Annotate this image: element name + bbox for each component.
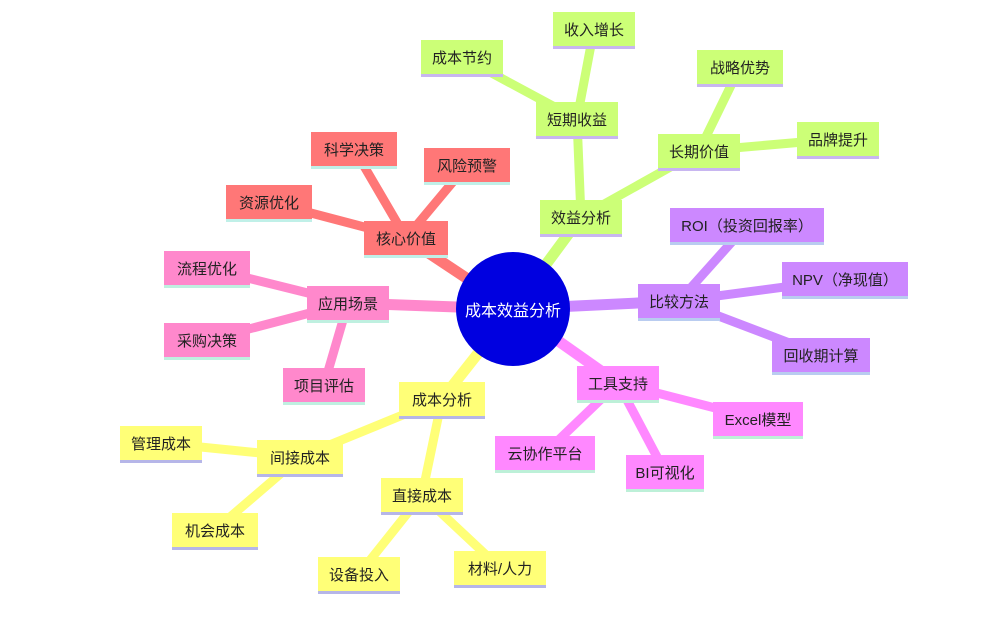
topic-node-label: 材料/人力 [467, 560, 533, 578]
topic-node-b6[interactable]: 核心价值 [364, 221, 448, 255]
topic-node-b6a[interactable]: 资源优化 [226, 185, 312, 219]
topic-node-b4a1[interactable]: 材料/人力 [454, 551, 546, 585]
topic-node-b4b[interactable]: 间接成本 [257, 440, 343, 474]
topic-node-label: 比较方法 [648, 293, 709, 311]
topic-node-b2c[interactable]: 回收期计算 [772, 338, 870, 372]
topic-node-label: 短期收益 [546, 111, 607, 129]
topic-node-b4b2[interactable]: 机会成本 [172, 513, 258, 547]
topic-node-label: 回收期计算 [783, 347, 859, 365]
topic-node-b1b2[interactable]: 品牌提升 [797, 122, 879, 156]
topic-node-label: 品牌提升 [807, 131, 868, 149]
topic-node-label: 战略优势 [709, 59, 770, 77]
topic-node-b2[interactable]: 比较方法 [638, 284, 720, 318]
topic-node-label: 云协作平台 [507, 445, 583, 463]
topic-node-label: 工具支持 [587, 375, 648, 393]
topic-node-b5[interactable]: 应用场景 [307, 286, 389, 320]
root-node-label: 成本效益分析 [464, 303, 561, 320]
topic-node-b4b1[interactable]: 管理成本 [120, 426, 202, 460]
topic-node-label: 机会成本 [184, 522, 245, 540]
topic-node-b4a[interactable]: 直接成本 [381, 478, 463, 512]
topic-node-label: 流程优化 [176, 260, 237, 278]
topic-node-label: 成本节约 [431, 49, 492, 67]
topic-node-b2a[interactable]: ROI（投资回报率） [670, 208, 824, 242]
topic-node-label: 资源优化 [238, 194, 299, 212]
topic-node-b1a1[interactable]: 成本节约 [421, 40, 503, 74]
topic-node-b2b[interactable]: NPV（净现值） [782, 262, 908, 296]
topic-node-b1b1[interactable]: 战略优势 [697, 50, 783, 84]
topic-node-label: BI可视化 [635, 464, 695, 482]
topic-node-label: 设备投入 [328, 566, 389, 584]
topic-node-label: 科学决策 [323, 141, 384, 159]
topic-node-label: 应用场景 [317, 295, 378, 313]
topic-node-b5c[interactable]: 项目评估 [283, 368, 365, 402]
topic-node-label: ROI（投资回报率） [681, 217, 813, 235]
topic-node-label: 风险预警 [436, 157, 497, 175]
root-node[interactable]: 成本效益分析 [456, 252, 570, 366]
topic-node-b1a[interactable]: 短期收益 [536, 102, 618, 136]
topic-node-b6b[interactable]: 科学决策 [311, 132, 397, 166]
topic-node-b5a[interactable]: 流程优化 [164, 251, 250, 285]
topic-node-label: Excel模型 [724, 411, 792, 429]
topic-node-label: 管理成本 [130, 435, 191, 453]
topic-node-b1b[interactable]: 长期价值 [658, 134, 740, 168]
topic-node-b6c[interactable]: 风险预警 [424, 148, 510, 182]
topic-node-label: 成本分析 [411, 391, 472, 409]
topic-node-label: 间接成本 [269, 449, 330, 467]
topic-node-b5b[interactable]: 采购决策 [164, 323, 250, 357]
topic-node-b1[interactable]: 效益分析 [540, 200, 622, 234]
topic-node-b4a2[interactable]: 设备投入 [318, 557, 400, 591]
topic-node-label: 直接成本 [391, 487, 452, 505]
topic-node-b3c[interactable]: 云协作平台 [495, 436, 595, 470]
topic-node-b3a[interactable]: Excel模型 [713, 402, 803, 436]
topic-node-label: 长期价值 [668, 143, 729, 161]
topic-node-b4[interactable]: 成本分析 [399, 382, 485, 416]
topic-node-label: 效益分析 [550, 209, 611, 227]
topic-node-label: 收入增长 [563, 21, 624, 39]
topic-node-label: NPV（净现值） [792, 271, 898, 289]
topic-node-b3[interactable]: 工具支持 [577, 366, 659, 400]
topic-node-label: 项目评估 [293, 377, 354, 395]
topic-node-b1a2[interactable]: 收入增长 [553, 12, 635, 46]
topic-node-b3b[interactable]: BI可视化 [626, 455, 704, 489]
topic-node-label: 核心价值 [375, 230, 436, 248]
topic-node-label: 采购决策 [176, 332, 237, 350]
